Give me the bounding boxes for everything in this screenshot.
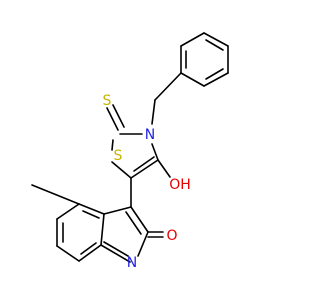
molecule-diagram: S S N OH O N: [31, 32, 229, 271]
hydroxyl-label: OH: [169, 177, 191, 193]
indolone-ring: [100, 206, 164, 263]
ring-sulfur-label: S: [114, 148, 123, 164]
indole-nitrogen-label: N: [127, 255, 137, 271]
thione-sulfur-label: S: [103, 93, 112, 109]
phenyl-ring: [180, 32, 229, 87]
molecule-structure: S S N OH O N: [31, 32, 229, 271]
benzyl-linker: [151, 72, 182, 125]
methyl-group: [31, 184, 80, 205]
atom-labels: S S N OH O N: [103, 93, 191, 271]
thiazole-ring: [106, 104, 171, 179]
ring-nitrogen-label: N: [145, 127, 155, 143]
benzo-ring: [56, 203, 105, 262]
carbonyl-oxygen-label: O: [166, 228, 177, 244]
